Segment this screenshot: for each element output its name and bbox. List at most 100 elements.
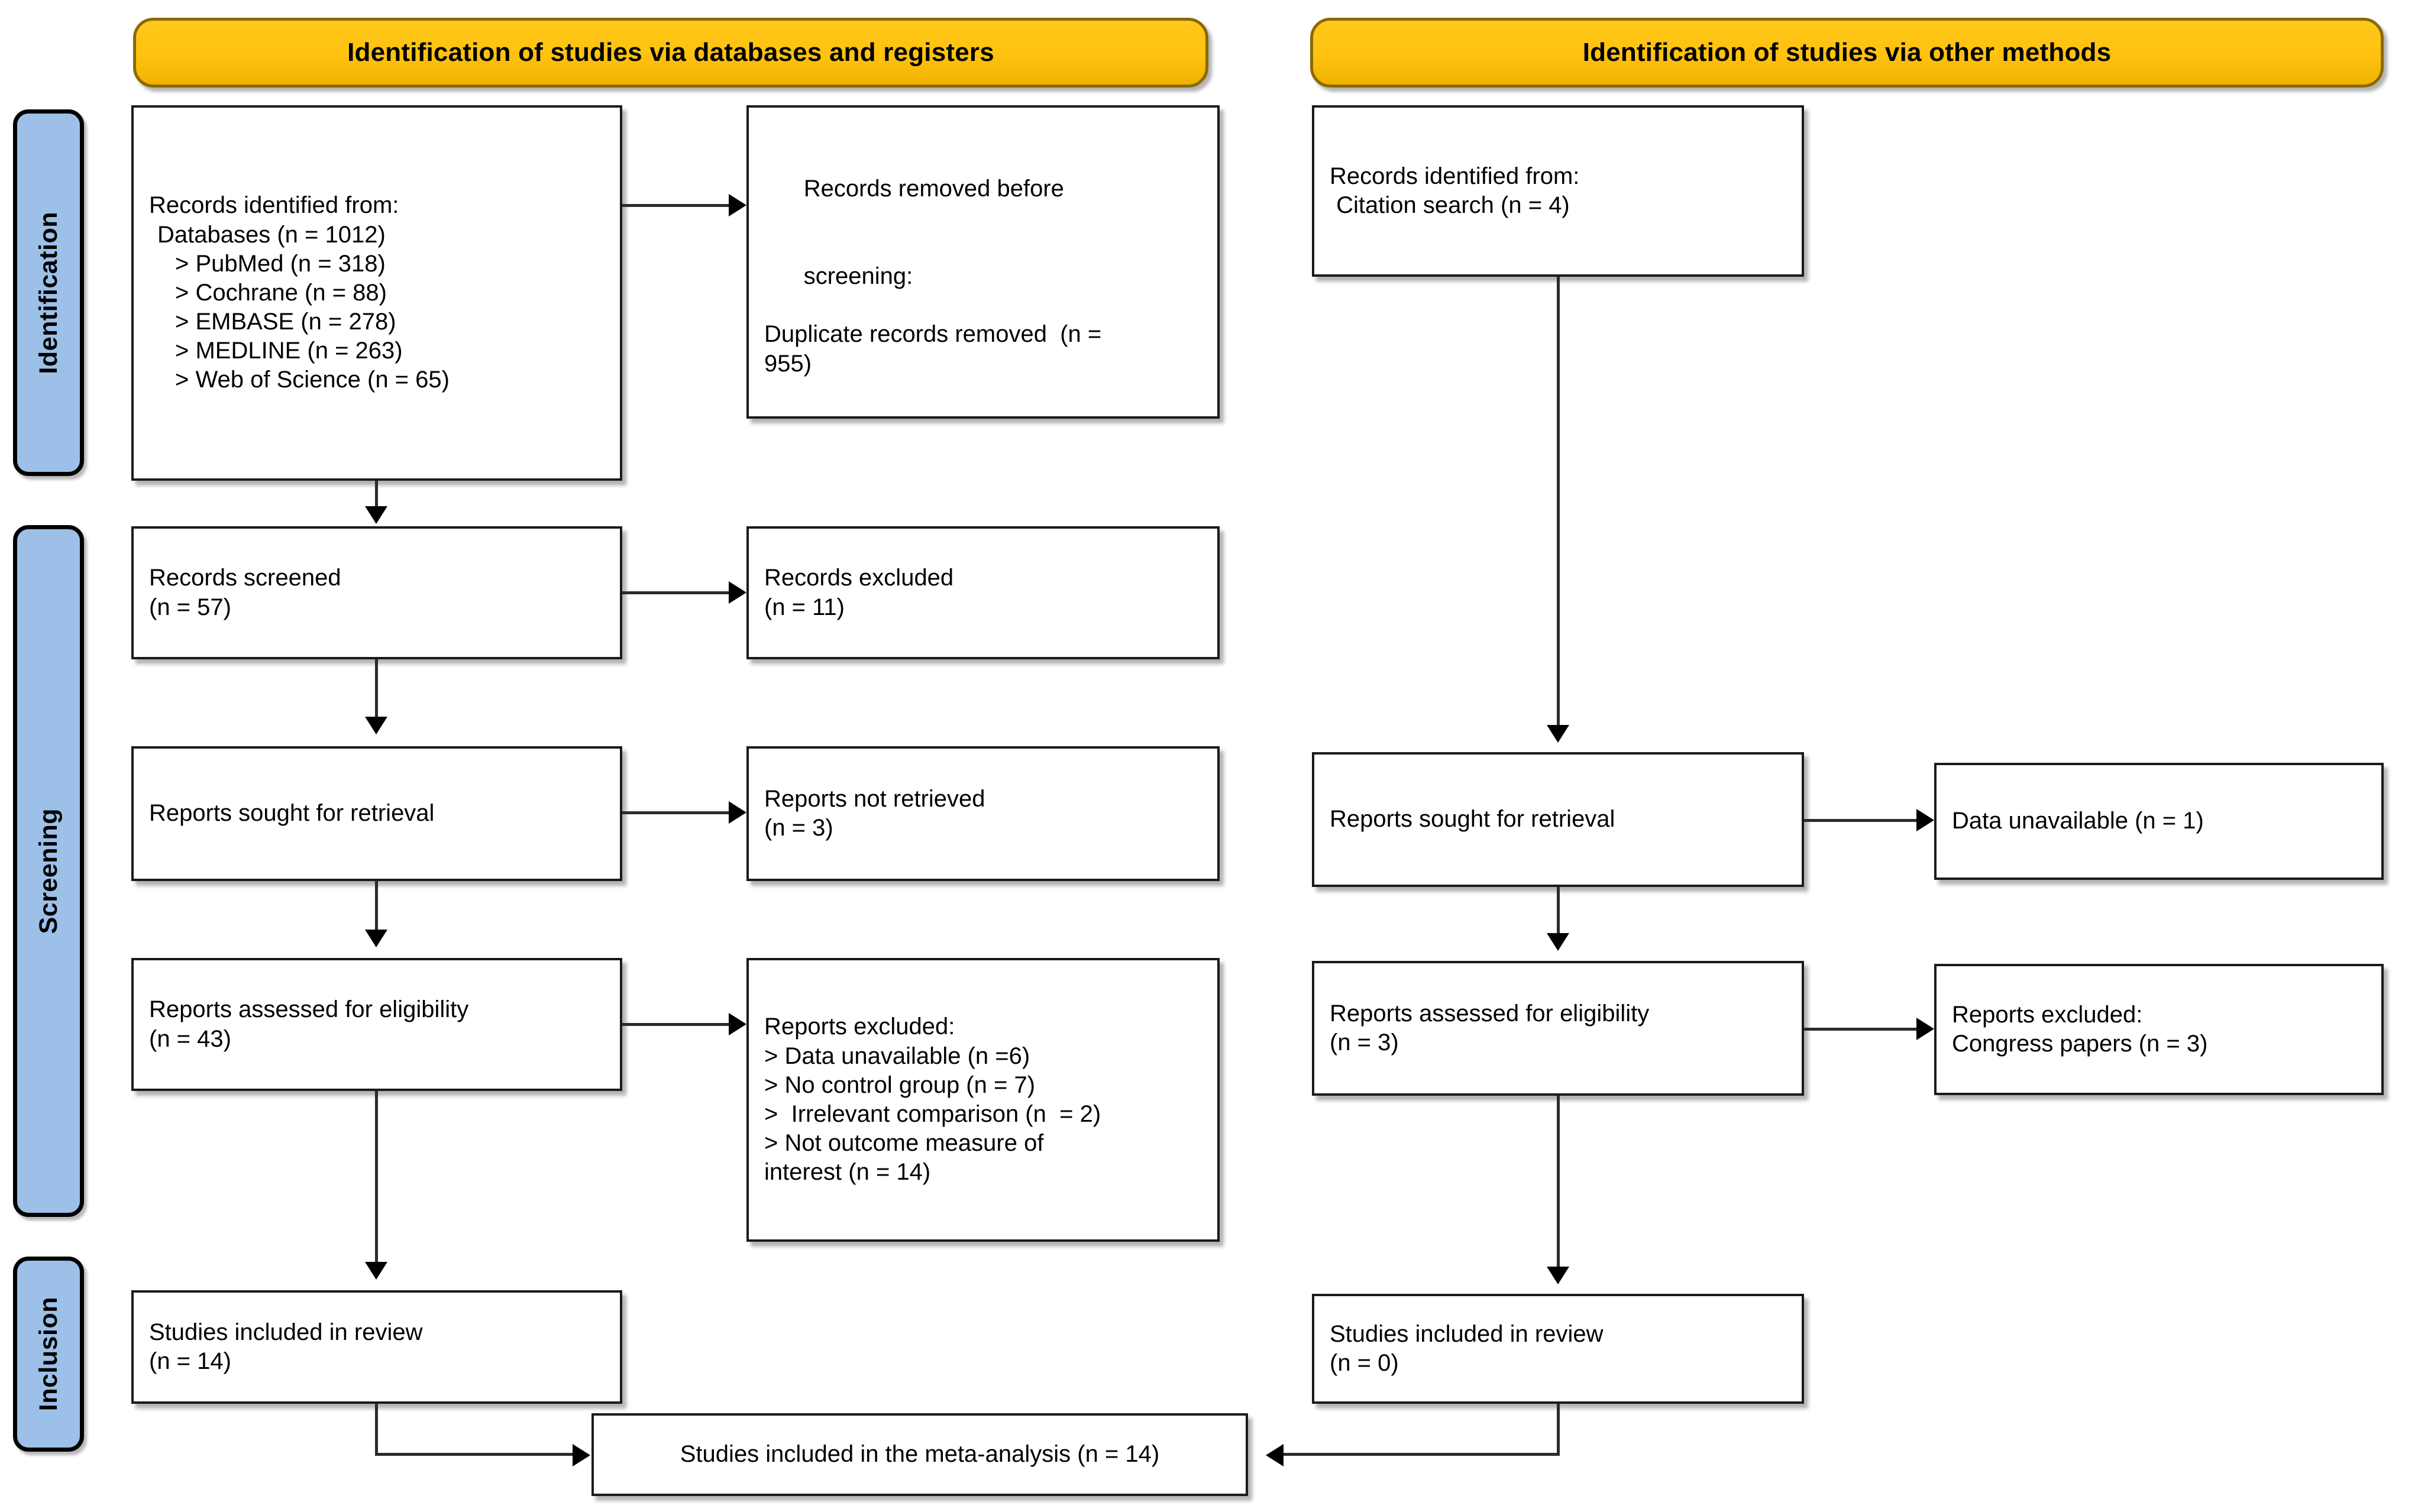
box-records-identified-databases: Records identified from: Databases (n = … [131, 105, 622, 481]
arrowhead-assessed-to-excluded-left [729, 1013, 746, 1035]
reports-excluded-reason-no-control-group: > No control group (n = 7) [764, 1071, 1036, 1098]
connector-identified-to-screened [375, 481, 378, 509]
arrowhead-assessed-to-included-right [1547, 1267, 1569, 1284]
box-reports-not-retrieved: Reports not retrieved (n = 3) [746, 746, 1220, 881]
box-reports-sought-right: Reports sought for retrieval [1312, 752, 1804, 887]
records-removed-colon: : [906, 263, 913, 289]
records-removed-line-2: screening: [764, 233, 1202, 320]
studies-included-left-label: Studies included in review [149, 1319, 423, 1345]
reports-sought-left-label: Reports sought for retrieval [149, 800, 435, 827]
arrowhead-screened-to-sought [365, 717, 387, 734]
connector-sought-to-assessed [375, 881, 378, 931]
connector-sought-right-to-data-unavailable [1804, 819, 1916, 822]
arrowhead-sought-right-to-data-unavailable [1916, 809, 1934, 831]
arrowhead-included-left-to-meta [573, 1444, 590, 1466]
data-unavailable-right-label: Data unavailable (n = 1) [1952, 808, 2204, 834]
records-identified-databases-total: Databases (n = 1012) [157, 221, 386, 248]
records-identified-source-embase: > EMBASE (n = 278) [175, 309, 396, 335]
reports-sought-right-label: Reports sought for retrieval [1330, 806, 1615, 833]
banner-other-methods-label: Identification of studies via other meth… [1582, 38, 2112, 67]
box-records-removed-before-screening: Records removed before screening: Duplic… [746, 105, 1220, 419]
studies-included-right-count: (n = 0) [1330, 1350, 1399, 1376]
arrowhead-sought-to-assessed-right [1547, 933, 1569, 951]
records-removed-italic-screening: screening [803, 263, 907, 289]
phase-label-screening: Screening [34, 808, 63, 934]
reports-excluded-right-reason: Congress papers (n = 3) [1952, 1031, 2208, 1057]
reports-assessed-right-label: Reports assessed for eligibility [1330, 1000, 1650, 1027]
connector-assessed-to-included-right [1557, 1096, 1560, 1268]
connector-included-right-to-meta-horizontal [1282, 1453, 1560, 1456]
box-records-identified-other: Records identified from: Citation search… [1312, 105, 1804, 277]
arrowhead-identified-to-removed [729, 194, 746, 216]
reports-excluded-reason-data-unavailable: > Data unavailable (n =6) [764, 1042, 1030, 1069]
records-screened-count: (n = 57) [149, 594, 231, 620]
phase-label-inclusion: Inclusion [34, 1297, 63, 1411]
records-identified-source-medline: > MEDLINE (n = 263) [175, 338, 403, 364]
arrowhead-assessed-right-to-excluded [1916, 1018, 1934, 1040]
arrowhead-identified-to-screened [365, 506, 387, 524]
records-identified-other-heading: Records identified from: [1330, 163, 1580, 189]
connector-identified-to-removed [622, 204, 729, 207]
arrowhead-assessed-to-included-left [365, 1262, 387, 1280]
records-identified-other-source: Citation search (n = 4) [1330, 192, 1570, 218]
connector-sought-to-assessed-right [1557, 887, 1560, 935]
reports-not-retrieved-count: (n = 3) [764, 815, 833, 841]
box-records-screened: Records screened (n = 57) [131, 526, 622, 659]
phase-bar-screening: Screening [13, 525, 84, 1217]
banner-databases-registers: Identification of studies via databases … [133, 18, 1208, 88]
banner-databases-label: Identification of studies via databases … [347, 38, 994, 67]
reports-assessed-right-count: (n = 3) [1330, 1029, 1399, 1056]
records-identified-source-cochrane: > Cochrane (n = 88) [175, 279, 387, 306]
studies-included-right-label: Studies included in review [1330, 1320, 1604, 1347]
studies-included-left-count: (n = 14) [149, 1348, 231, 1374]
arrowhead-citation-to-sought-right [1547, 725, 1569, 743]
phase-bar-inclusion: Inclusion [13, 1257, 84, 1452]
connector-sought-to-not-retrieved [622, 811, 729, 814]
box-reports-sought-left: Reports sought for retrieval [131, 746, 622, 881]
reports-excluded-reason-not-outcome-measure-cont: interest (n = 14) [764, 1159, 931, 1186]
records-excluded-label: Records excluded [764, 565, 954, 591]
phase-label-identification: Identification [34, 211, 63, 374]
box-data-unavailable-right: Data unavailable (n = 1) [1934, 763, 2384, 880]
records-removed-italic-before: before [997, 176, 1064, 202]
banner-other-methods: Identification of studies via other meth… [1310, 18, 2384, 88]
records-identified-source-pubmed: > PubMed (n = 318) [175, 250, 386, 277]
phase-bar-identification: Identification [13, 109, 84, 476]
connector-citation-to-sought-right [1557, 277, 1560, 726]
connector-included-left-to-meta-vertical [375, 1404, 378, 1456]
connector-assessed-to-included-left [375, 1091, 378, 1264]
records-removed-line-1: Records removed before [764, 145, 1202, 233]
connector-assessed-to-excluded-left [622, 1023, 729, 1026]
box-reports-assessed-right: Reports assessed for eligibility (n = 3) [1312, 961, 1804, 1096]
box-reports-assessed-left: Reports assessed for eligibility (n = 43… [131, 958, 622, 1091]
box-studies-included-right: Studies included in review (n = 0) [1312, 1294, 1804, 1404]
box-records-excluded: Records excluded (n = 11) [746, 526, 1220, 659]
connector-included-left-to-meta-horizontal [375, 1453, 574, 1456]
reports-excluded-right-heading: Reports excluded: [1952, 1001, 2143, 1028]
records-screened-label: Records screened [149, 565, 341, 591]
reports-not-retrieved-label: Reports not retrieved [764, 785, 985, 812]
meta-analysis-label: Studies included in the meta-analysis (n… [680, 1441, 1160, 1468]
connector-screened-to-sought [375, 659, 378, 718]
records-identified-source-webofscience: > Web of Science (n = 65) [175, 367, 450, 393]
connector-included-right-to-meta-vertical [1557, 1404, 1560, 1456]
reports-assessed-left-label: Reports assessed for eligibility [149, 996, 469, 1023]
reports-excluded-reason-irrelevant-comparison: > Irrelevant comparison (n = 2) [764, 1101, 1101, 1127]
arrowhead-sought-to-not-retrieved [729, 801, 746, 824]
arrowhead-sought-to-assessed [365, 930, 387, 947]
reports-excluded-reason-not-outcome-measure: > Not outcome measure of [764, 1130, 1044, 1157]
reports-assessed-left-count: (n = 43) [149, 1025, 231, 1052]
box-studies-included-left: Studies included in review (n = 14) [131, 1290, 622, 1404]
box-reports-excluded-right: Reports excluded: Congress papers (n = 3… [1934, 964, 2384, 1095]
records-identified-heading: Records identified from: [149, 192, 399, 219]
arrowhead-screened-to-excluded [729, 581, 746, 604]
connector-screened-to-excluded [622, 591, 729, 594]
reports-excluded-left-heading: Reports excluded: [764, 1014, 955, 1040]
connector-assessed-right-to-excluded [1804, 1028, 1916, 1031]
records-excluded-count: (n = 11) [764, 594, 845, 620]
records-removed-duplicates-count: 955) [764, 350, 812, 377]
box-reports-excluded-left: Reports excluded: > Data unavailable (n … [746, 958, 1220, 1242]
records-removed-duplicates: Duplicate records removed (n = [764, 321, 1102, 348]
arrowhead-included-right-to-meta [1266, 1444, 1284, 1466]
